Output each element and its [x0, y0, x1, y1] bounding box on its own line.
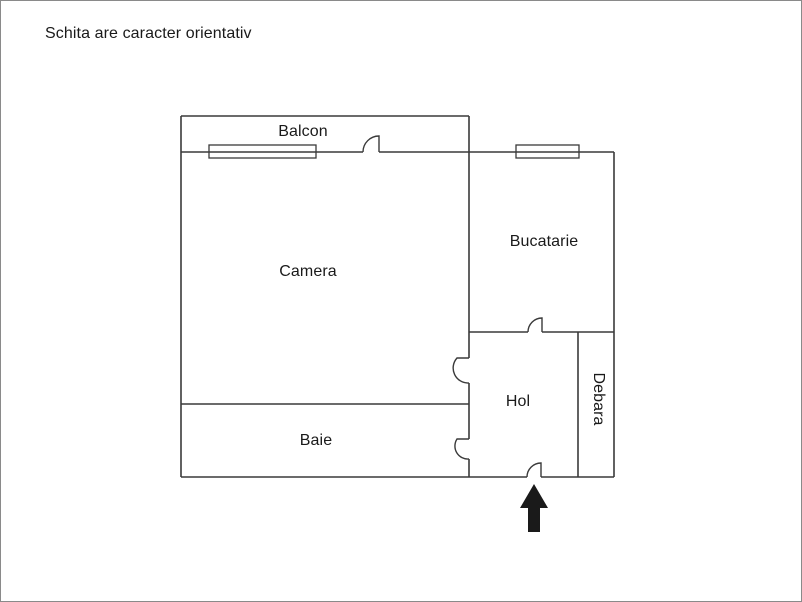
entrance-arrow-icon [520, 484, 548, 532]
room-label-baie: Baie [299, 432, 333, 449]
camera-hol-door-arc [452, 357, 470, 384]
balcon-door-arc [362, 135, 380, 153]
room-label-hol: Hol [505, 393, 531, 410]
room-label-camera: Camera [279, 263, 337, 280]
room-label-bucatarie: Bucatarie [509, 233, 579, 250]
room-label-balcon: Balcon [278, 123, 328, 140]
wall-lines [180, 115, 615, 478]
disclaimer-text: Schita are caracter orientativ [45, 25, 252, 42]
baie-door-arc [454, 438, 470, 460]
balcon-window [208, 144, 317, 159]
room-label-debara: Debara [590, 372, 607, 426]
bucatarie-window [515, 144, 580, 159]
bucatarie-door-arc [527, 317, 543, 333]
entrance-door-arc [526, 462, 542, 478]
